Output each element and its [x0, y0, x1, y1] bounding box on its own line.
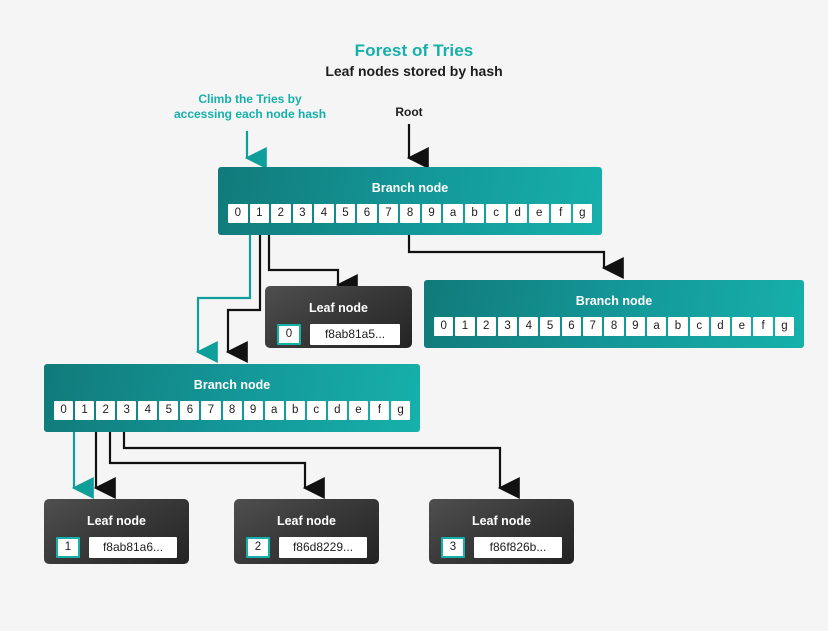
leaf-node-top-index[interactable]: 0 [277, 324, 301, 345]
wire-root-cell0-to-branch-left-teal [195, 232, 252, 363]
cell-8[interactable]: 8 [604, 317, 624, 336]
branch-node-right-label: Branch node [575, 294, 653, 308]
annotation-climb-line-2: accessing each node hash [173, 107, 327, 121]
cell-d[interactable]: d [507, 204, 528, 223]
cell-a[interactable]: a [646, 317, 667, 336]
cell-e[interactable]: e [732, 317, 752, 336]
page-subtitle: Leaf nodes stored by hash [325, 63, 503, 79]
cell-4[interactable]: 4 [314, 204, 334, 223]
page-title: Forest of Tries [354, 41, 474, 60]
leaf-node-2-hash[interactable]: f86d8229... [279, 537, 367, 558]
cell-6[interactable]: 6 [180, 401, 200, 420]
leaf-node-3-hash[interactable]: f86f826b... [474, 537, 562, 558]
leaf-node-2[interactable]: Leaf node 2 f86d8229... [234, 499, 379, 564]
branch-node-root-label: Branch node [371, 181, 449, 195]
annotation-root: Root [395, 105, 423, 119]
cell-1[interactable]: 1 [455, 317, 475, 336]
cell-g[interactable]: g [774, 317, 795, 336]
cell-8[interactable]: 8 [222, 401, 242, 420]
wire-left-cell2-to-leaf2 [108, 430, 325, 499]
cell-e[interactable]: e [529, 204, 549, 223]
cell-c[interactable]: c [486, 204, 506, 223]
cell-a[interactable]: a [264, 401, 284, 420]
leaf-node-3-index[interactable]: 3 [441, 537, 465, 558]
cell-0[interactable]: 0 [54, 401, 74, 420]
annotation-climb-the-tries: Climb the Tries by accessing each node h… [160, 92, 340, 122]
cell-b[interactable]: b [464, 204, 485, 223]
cell-7[interactable]: 7 [583, 317, 603, 336]
branch-node-right-cells: 0 1 2 3 4 5 6 7 8 9 a b c d e f g [424, 308, 804, 336]
wire-left-cell3-to-leaf3 [122, 430, 520, 499]
leaf-node-1-row: 1 f8ab81a6... [44, 528, 189, 558]
leaf-node-1-label: Leaf node [86, 514, 147, 528]
leaf-node-1[interactable]: Leaf node 1 f8ab81a6... [44, 499, 189, 564]
cell-d[interactable]: d [327, 401, 347, 420]
cell-d[interactable]: d [710, 317, 731, 336]
cell-5[interactable]: 5 [540, 317, 560, 336]
wire-root-cell0-to-branch-left [225, 232, 262, 363]
cell-c[interactable]: c [689, 317, 709, 336]
cell-g[interactable]: g [391, 401, 411, 420]
cell-5[interactable]: 5 [159, 401, 179, 420]
cell-7[interactable]: 7 [378, 204, 399, 223]
wire-root-cell8-to-branch-right [407, 232, 624, 279]
cell-3[interactable]: 3 [292, 204, 313, 223]
leaf-node-2-label: Leaf node [276, 514, 337, 528]
cell-f[interactable]: f [369, 401, 389, 420]
leaf-node-1-hash[interactable]: f8ab81a6... [89, 537, 177, 558]
leaf-node-3-label: Leaf node [471, 514, 532, 528]
wire-root-cell1-to-leaf-top [267, 232, 358, 296]
cell-2[interactable]: 2 [476, 317, 496, 336]
cell-2[interactable]: 2 [96, 401, 116, 420]
cell-5[interactable]: 5 [335, 204, 356, 223]
cell-6[interactable]: 6 [357, 204, 377, 223]
cell-1[interactable]: 1 [75, 401, 95, 420]
branch-node-left[interactable]: Branch node 0 1 2 3 4 5 6 7 8 9 a b c d … [44, 364, 420, 432]
cell-9[interactable]: 9 [421, 204, 442, 223]
cell-3[interactable]: 3 [497, 317, 518, 336]
leaf-node-2-row: 2 f86d8229... [234, 528, 379, 558]
branch-node-right[interactable]: Branch node 0 1 2 3 4 5 6 7 8 9 a b c d … [424, 280, 804, 348]
cell-c[interactable]: c [306, 401, 326, 420]
branch-node-left-cells: 0 1 2 3 4 5 6 7 8 9 a b c d e f g [44, 392, 420, 420]
leaf-node-3-row: 3 f86f826b... [429, 528, 574, 558]
cell-9[interactable]: 9 [625, 317, 645, 336]
cell-6[interactable]: 6 [561, 317, 582, 336]
cell-8[interactable]: 8 [400, 204, 420, 223]
cell-g[interactable]: g [572, 204, 593, 223]
leaf-node-top-hash[interactable]: f8ab81a5... [310, 324, 400, 345]
cell-2[interactable]: 2 [271, 204, 291, 223]
branch-node-root[interactable]: Branch node 0 1 2 3 4 5 6 7 8 9 a b c d … [218, 167, 602, 235]
leaf-node-1-index[interactable]: 1 [56, 537, 80, 558]
cell-b[interactable]: b [668, 317, 688, 336]
cell-9[interactable]: 9 [243, 401, 263, 420]
annotation-climb-line-1: Climb the Tries by [198, 92, 302, 106]
leaf-node-top[interactable]: Leaf node 0 f8ab81a5... [265, 286, 412, 348]
cell-b[interactable]: b [285, 401, 305, 420]
leaf-node-3[interactable]: Leaf node 3 f86f826b... [429, 499, 574, 564]
leaf-node-top-label: Leaf node [308, 301, 369, 315]
cell-4[interactable]: 4 [519, 317, 539, 336]
cell-f[interactable]: f [550, 204, 571, 223]
cell-7[interactable]: 7 [201, 401, 221, 420]
branch-node-left-label: Branch node [193, 378, 271, 392]
cell-3[interactable]: 3 [117, 401, 137, 420]
cell-a[interactable]: a [443, 204, 463, 223]
cell-4[interactable]: 4 [138, 401, 158, 420]
cell-e[interactable]: e [348, 401, 368, 420]
cell-0[interactable]: 0 [434, 317, 454, 336]
leaf-node-2-index[interactable]: 2 [246, 537, 270, 558]
branch-node-root-cells: 0 1 2 3 4 5 6 7 8 9 a b c d e f g [218, 195, 602, 223]
leaf-node-top-row: 0 f8ab81a5... [265, 315, 412, 345]
cell-0[interactable]: 0 [228, 204, 248, 223]
cell-f[interactable]: f [753, 317, 773, 336]
cell-1[interactable]: 1 [249, 204, 270, 223]
